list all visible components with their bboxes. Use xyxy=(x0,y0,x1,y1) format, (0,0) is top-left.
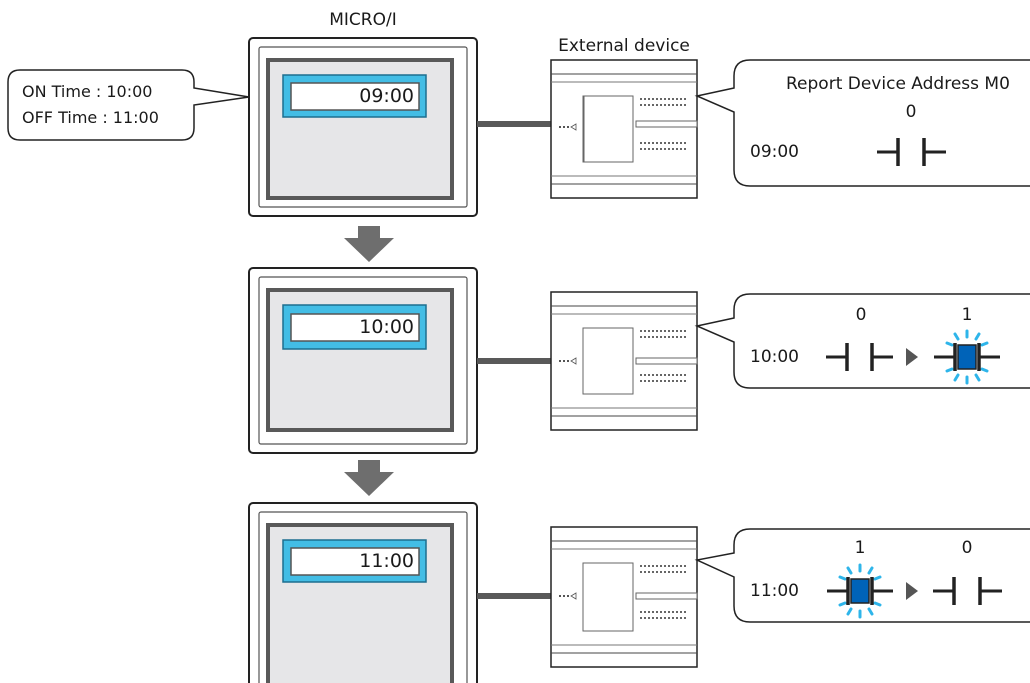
stage-time-2: 10:00 xyxy=(750,347,799,367)
open-contact-icon xyxy=(933,577,1002,605)
state-after-3: 0 xyxy=(961,538,973,558)
stage-time-1: 09:00 xyxy=(750,142,799,162)
energized-contact-icon xyxy=(827,563,893,619)
clock-display-2: 10:00 xyxy=(359,316,414,338)
open-contact-icon xyxy=(826,343,893,371)
hmi-panel-3 xyxy=(248,502,478,683)
hmi-panel-1 xyxy=(248,37,478,217)
state-before-1: 0 xyxy=(905,102,917,122)
external-device-3 xyxy=(550,526,698,668)
report-callout-2 xyxy=(694,293,1030,389)
energized-contact-icon xyxy=(934,329,1000,385)
settings-callout xyxy=(7,69,250,141)
stage-time-3: 11:00 xyxy=(750,581,799,601)
state-before-2: 0 xyxy=(855,305,867,325)
clock-display-3: 11:00 xyxy=(359,550,414,572)
report-callout-1 xyxy=(694,59,1030,187)
cable-2 xyxy=(477,358,551,364)
external-device-1 xyxy=(550,59,698,199)
external-device-title: External device xyxy=(558,36,690,56)
cable-1 xyxy=(477,121,551,127)
state-before-3: 1 xyxy=(854,538,866,558)
right-triangle-icon xyxy=(906,348,918,366)
clock-display-1: 09:00 xyxy=(359,85,414,107)
hmi-title: MICRO/I xyxy=(329,10,397,30)
hmi-panel-2 xyxy=(248,267,478,454)
cable-3 xyxy=(477,593,551,599)
state-after-2: 1 xyxy=(961,305,973,325)
off-time-label: OFF Time : 11:00 xyxy=(22,108,159,127)
on-time-label: ON Time : 10:00 xyxy=(22,82,153,101)
report-device-title: Report Device Address M0 xyxy=(786,74,1010,94)
report-callout-3 xyxy=(694,528,1030,623)
external-device-2 xyxy=(550,291,698,431)
open-contact-icon xyxy=(877,138,946,166)
right-triangle-icon xyxy=(906,582,918,600)
down-arrow-icon xyxy=(344,460,394,496)
down-arrow-icon xyxy=(344,226,394,262)
